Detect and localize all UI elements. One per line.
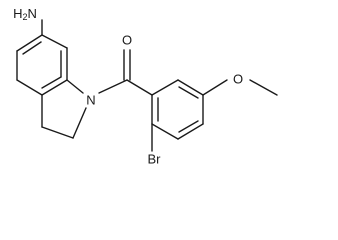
double-bond-inner <box>41 76 62 89</box>
bond <box>41 79 68 96</box>
methoxy-bond <box>202 79 228 96</box>
double-bond-inner <box>22 41 42 55</box>
pyrrolidine-ring <box>41 79 87 139</box>
bond <box>72 107 87 139</box>
bond <box>16 79 43 96</box>
amine-label: H2N <box>13 6 37 22</box>
double-bond-inner <box>178 120 199 133</box>
bond <box>41 34 68 49</box>
double-bond-inner <box>178 86 199 99</box>
ring-nitrogen-label: N <box>86 92 95 107</box>
carbonyl-oxygen-label: O <box>122 32 132 47</box>
bond <box>177 79 204 96</box>
methoxy-oxygen-label: O <box>233 71 243 86</box>
chemical-structure: H2N N O O Br <box>13 6 278 166</box>
methyl-bond <box>249 79 278 96</box>
bond <box>41 126 74 139</box>
bond <box>151 79 179 96</box>
bromo-methoxy-benzene-ring <box>151 79 204 140</box>
bond <box>98 79 128 94</box>
bromine-label: Br <box>148 151 162 166</box>
indoline-benzene-ring <box>16 34 68 96</box>
bond <box>16 34 43 52</box>
bond <box>126 79 153 96</box>
bond <box>66 79 84 94</box>
bond <box>151 123 179 140</box>
carbonyl-group <box>98 49 153 96</box>
bond <box>177 123 204 140</box>
